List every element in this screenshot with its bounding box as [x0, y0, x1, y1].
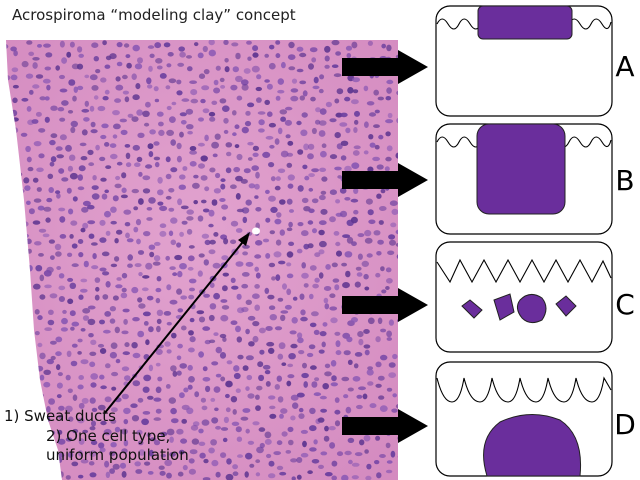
panel-d-epidermis-line	[436, 376, 612, 403]
panel-c-tumor-nest-1	[461, 299, 483, 319]
sweat-duct-lumen	[252, 227, 260, 235]
arrow-c	[342, 288, 428, 322]
panel-b	[342, 123, 613, 235]
pointer-arrow	[103, 232, 250, 415]
panel-c-tumor-nest-4	[555, 295, 577, 317]
panel-d-tumor	[483, 414, 582, 477]
note-uniform-population: uniform population	[46, 446, 189, 464]
diagram-title: Acrospiroma “modeling clay” concept	[12, 6, 296, 24]
panel-label-a: A	[615, 50, 635, 83]
arrow-d	[342, 409, 428, 443]
arrow-a	[342, 50, 428, 84]
panel-label-b: B	[615, 164, 635, 197]
panel-a	[342, 5, 613, 117]
panel-c-epidermis-line	[436, 258, 612, 284]
arrow-b	[342, 163, 428, 197]
panel-c	[342, 241, 613, 353]
panel-c-tumor-nest-2	[493, 293, 515, 321]
panel-a-tumor	[477, 5, 573, 40]
panel-d	[342, 361, 613, 477]
panel-b-tumor	[476, 123, 566, 215]
note-sweat-ducts: 1) Sweat ducts	[4, 407, 116, 425]
panel-c-tumor-nest-3	[516, 294, 547, 324]
panel-label-d: D	[614, 408, 636, 441]
panel-label-c: C	[615, 288, 635, 321]
note-one-cell-type: 2) One cell type,	[46, 427, 171, 445]
